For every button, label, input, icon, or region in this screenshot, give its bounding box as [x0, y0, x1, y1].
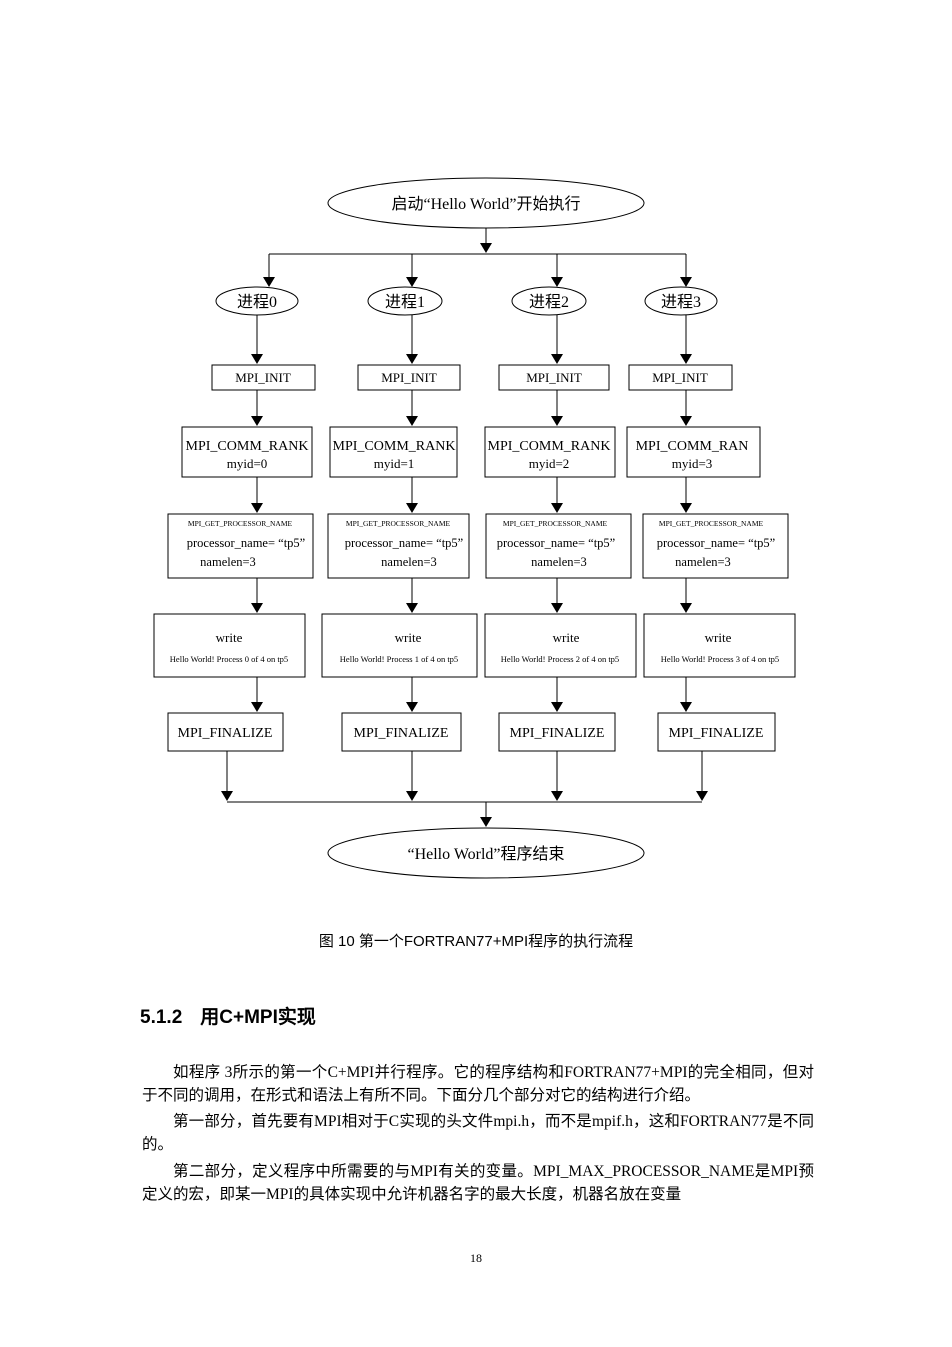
comm-rank-label: MPI_COMM_RANK [488, 439, 611, 454]
write-output-label: Hello World! Process 3 of 4 on tp5 [661, 654, 779, 664]
process-column-2: 进程2 MPI_INIT MPI_COMM_RANK myid=2 MPI_GE… [484, 286, 637, 752]
processor-name-label: processor_name= “tp5” [187, 536, 305, 550]
section-title: 用C+MPI实现 [200, 1007, 316, 1028]
write-label: write [216, 630, 243, 645]
flowchart: 启动“Hello World”开始执行 进程0 MPI_INIT MPI_COM… [153, 177, 796, 879]
write-output-label: Hello World! Process 0 of 4 on tp5 [170, 654, 288, 664]
mpi-init-box [357, 364, 461, 391]
mpi-init-box [628, 364, 733, 391]
end-label: “Hello World”程序结束 [407, 845, 564, 863]
get-name-box [642, 513, 789, 579]
comm-rank-box [181, 426, 313, 478]
get-name-box [485, 513, 632, 579]
process-column-0: 进程0 MPI_INIT MPI_COMM_RANK myid=0 MPI_GE… [153, 286, 316, 752]
get-name-box [167, 513, 314, 579]
get-name-title: MPI_GET_PROCESSOR_NAME [659, 519, 764, 528]
process-label: 进程3 [661, 293, 701, 311]
finalize-box [167, 712, 284, 752]
comm-rank-box [329, 426, 458, 478]
mpi-init-label: MPI_INIT [526, 370, 582, 385]
process-column-3: 进程3 MPI_INIT MPI_COMM_RAN myid=3 MPI_GET… [626, 286, 796, 752]
write-label: write [705, 630, 732, 645]
finalize-label: MPI_FINALIZE [354, 726, 449, 741]
write-box [643, 613, 796, 678]
process-node [511, 286, 587, 316]
finalize-label: MPI_FINALIZE [510, 726, 605, 741]
myid-label: myid=1 [374, 456, 415, 471]
finalize-label: MPI_FINALIZE [178, 726, 273, 741]
namelen-label: namelen=3 [531, 555, 587, 569]
process-column-1: 进程1 MPI_INIT MPI_COMM_RANK myid=1 MPI_GE… [321, 286, 478, 752]
body-paragraph: 第二部分，定义程序中所需要的与MPI有关的变量。MPI_MAX_PROCESSO… [142, 1163, 814, 1203]
write-box [153, 613, 306, 678]
finalize-label: MPI_FINALIZE [669, 726, 764, 741]
comm-rank-box [626, 426, 761, 478]
comm-rank-box [484, 426, 616, 478]
write-box [484, 613, 637, 678]
body-paragraph: 第一部分，首先要有MPI相对于C实现的头文件mpi.h，而不是mpif.h，这和… [142, 1113, 814, 1153]
get-name-title: MPI_GET_PROCESSOR_NAME [188, 519, 293, 528]
page-number: 18 [470, 1251, 482, 1265]
get-name-title: MPI_GET_PROCESSOR_NAME [503, 519, 608, 528]
write-label: write [553, 630, 580, 645]
myid-label: myid=3 [672, 456, 713, 471]
mpi-init-label: MPI_INIT [235, 370, 291, 385]
section-heading: 5.1.2 用C+MPI实现 [140, 1002, 316, 1029]
myid-label: myid=0 [227, 456, 268, 471]
get-name-box [327, 513, 470, 579]
comm-rank-label: MPI_COMM_RANK [333, 439, 456, 454]
join-connector [221, 751, 708, 827]
process-node [644, 286, 718, 316]
myid-label: myid=2 [529, 456, 570, 471]
process-label: 进程0 [237, 293, 277, 311]
mpi-init-label: MPI_INIT [652, 370, 708, 385]
write-output-label: Hello World! Process 2 of 4 on tp5 [501, 654, 619, 664]
start-label: 启动“Hello World”开始执行 [391, 195, 580, 213]
section-number: 5.1.2 [140, 1007, 183, 1028]
namelen-label: namelen=3 [200, 555, 256, 569]
namelen-label: namelen=3 [675, 555, 731, 569]
comm-rank-label: MPI_COMM_RANK [186, 439, 309, 454]
get-name-title: MPI_GET_PROCESSOR_NAME [346, 519, 451, 528]
processor-name-label: processor_name= “tp5” [345, 536, 463, 550]
finalize-box [341, 712, 462, 752]
body-paragraph: 如程序 3所示的第一个C+MPI并行程序。它的程序结构和FORTRAN77+MP… [142, 1064, 814, 1104]
comm-rank-label: MPI_COMM_RAN [636, 439, 749, 454]
end-node [327, 827, 645, 879]
write-output-label: Hello World! Process 1 of 4 on tp5 [340, 654, 458, 664]
processor-name-label: processor_name= “tp5” [497, 536, 615, 550]
finalize-box [657, 712, 776, 752]
split-connector [263, 228, 692, 287]
mpi-init-label: MPI_INIT [381, 370, 437, 385]
process-label: 进程2 [529, 293, 569, 311]
mpi-init-box [211, 364, 316, 391]
write-box [321, 613, 478, 678]
mpi-init-box [498, 364, 610, 391]
write-label: write [395, 630, 422, 645]
namelen-label: namelen=3 [381, 555, 437, 569]
figure-caption: 图 10 第一个FORTRAN77+MPI程序的执行流程 [318, 933, 634, 950]
process-label: 进程1 [385, 293, 425, 311]
process-node [367, 286, 443, 316]
processor-name-label: processor_name= “tp5” [657, 536, 775, 550]
